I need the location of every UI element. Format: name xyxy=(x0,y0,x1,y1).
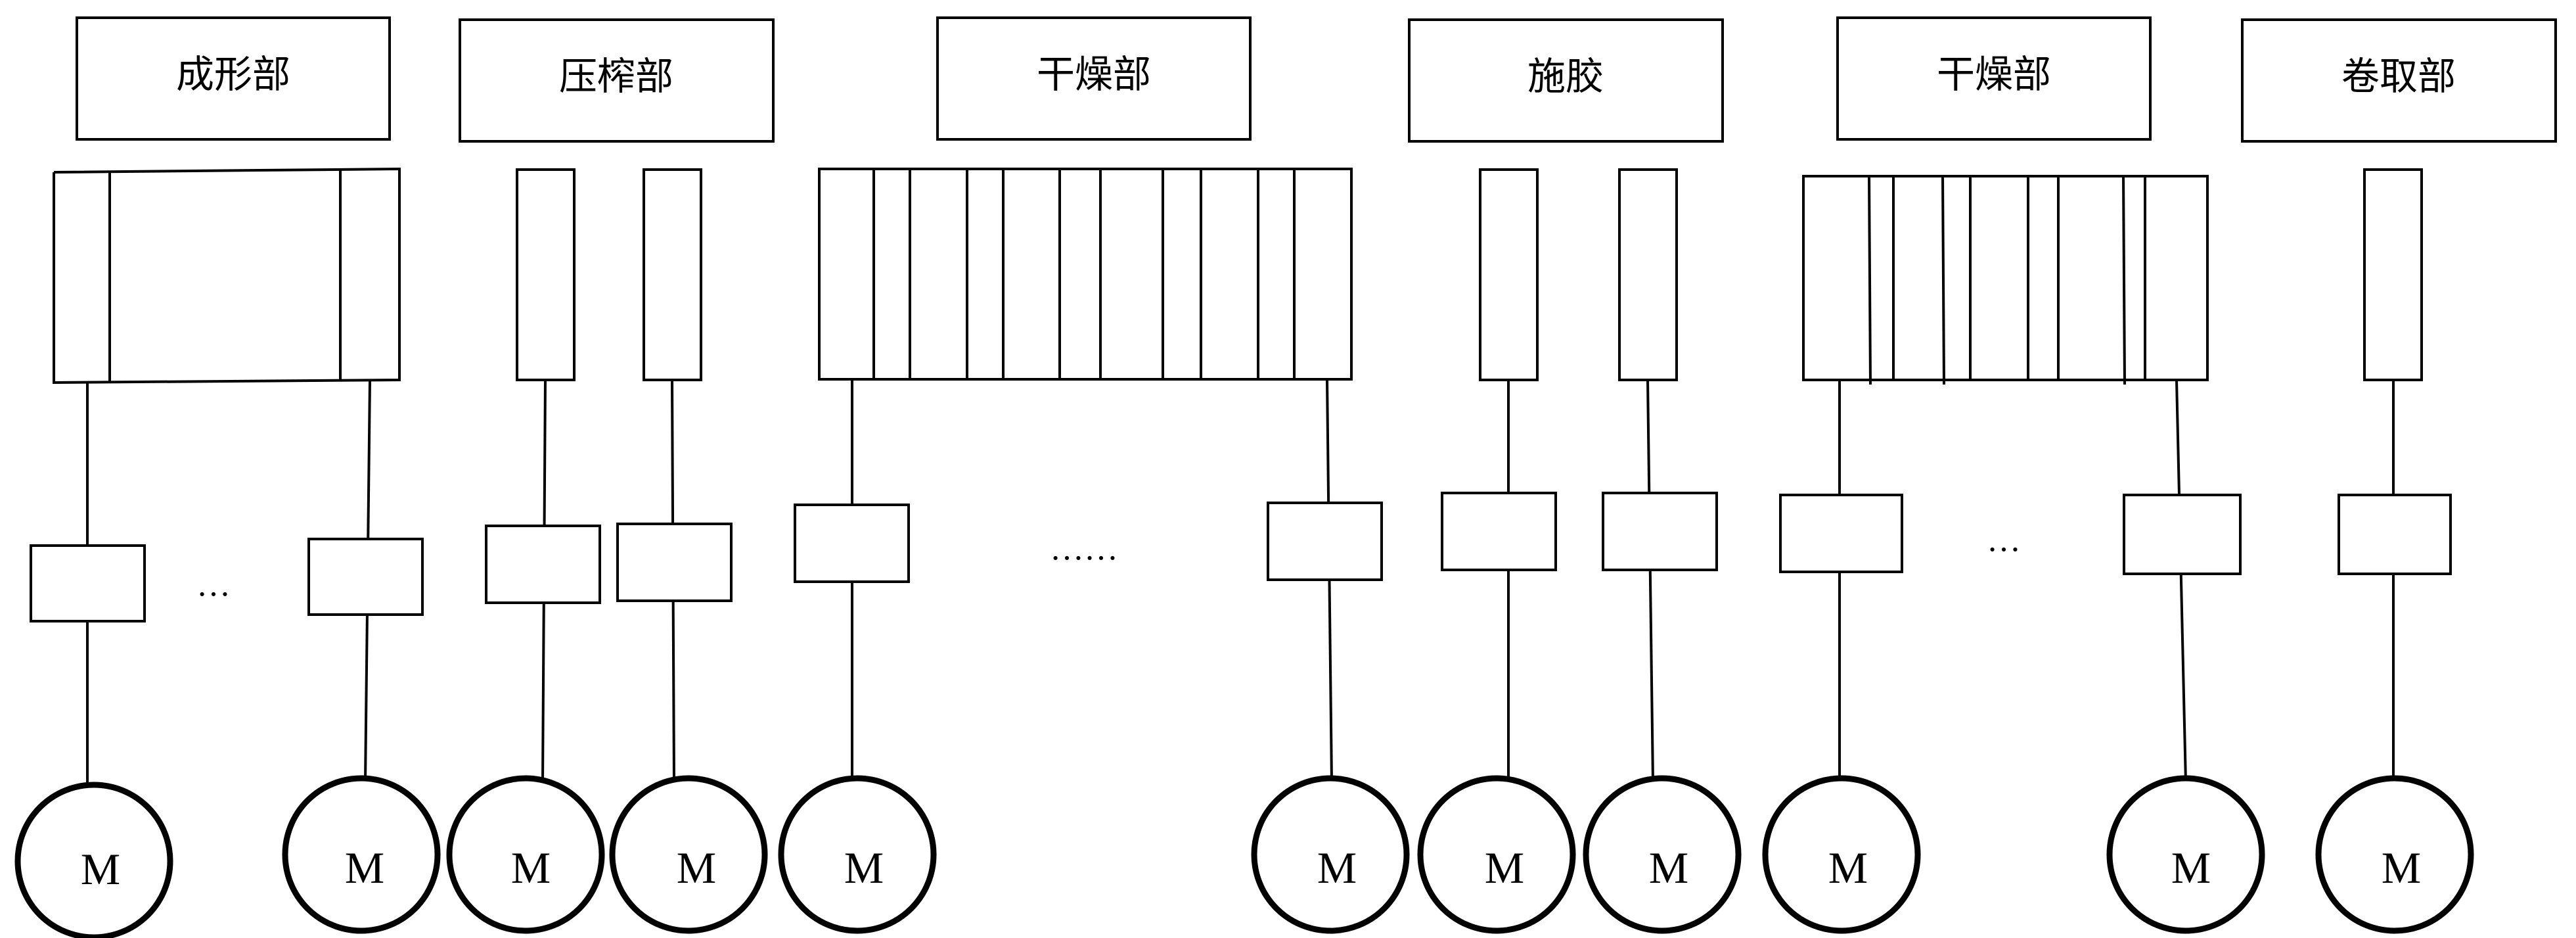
dryer-2-body xyxy=(1802,174,2209,385)
motor-label: M xyxy=(345,843,384,893)
forming-section-body xyxy=(53,167,401,385)
reel-roll xyxy=(2363,168,2423,381)
controller-2 xyxy=(307,538,424,616)
controller-7 xyxy=(1441,492,1557,571)
ellipsis-dryer-1: …… xyxy=(1050,530,1118,568)
motor-label: M xyxy=(81,844,120,894)
section-label-dryer-1: 干燥部 xyxy=(1037,52,1151,97)
section-label-reel: 卷取部 xyxy=(2341,54,2456,99)
motor-10: M xyxy=(2106,775,2265,934)
motor-4: M xyxy=(609,775,768,934)
motor-1: M xyxy=(14,782,173,938)
section-header-forming: 成形部 xyxy=(76,16,391,141)
motor-label: M xyxy=(1649,843,1688,893)
motor-label: M xyxy=(2382,843,2421,893)
motor-label: M xyxy=(844,843,884,893)
section-header-reel: 卷取部 xyxy=(2241,18,2557,143)
controller-10 xyxy=(2123,494,2242,575)
press-roll-1 xyxy=(516,168,576,381)
section-label-dryer-2: 干燥部 xyxy=(1937,52,2051,97)
controller-5 xyxy=(794,504,910,583)
section-header-dryer-2: 干燥部 xyxy=(1836,16,2152,141)
press-roll-2 xyxy=(643,168,702,381)
drive-wires xyxy=(86,379,2395,783)
section-header-dryer-1: 干燥部 xyxy=(936,16,1252,141)
section-label-press: 压榨部 xyxy=(559,54,673,99)
controller-8 xyxy=(1602,492,1718,571)
motor-label: M xyxy=(1828,843,1868,893)
dryer-1-body xyxy=(818,168,1353,381)
sizing-roll-2 xyxy=(1618,168,1678,381)
controller-4 xyxy=(616,523,733,602)
motor-label: M xyxy=(2171,843,2211,893)
motor-5: M xyxy=(778,775,937,934)
controller-3 xyxy=(485,525,601,604)
ellipsis-forming: … xyxy=(196,567,231,604)
section-label-forming: 成形部 xyxy=(176,52,290,97)
controller-11 xyxy=(2338,494,2452,575)
motor-label: M xyxy=(511,843,551,893)
controller-9 xyxy=(1779,494,1903,573)
motor-6: M xyxy=(1251,775,1410,934)
section-header-sizing: 施胶 xyxy=(1408,18,1724,143)
section-header-press: 压榨部 xyxy=(459,18,775,143)
motor-3: M xyxy=(446,775,605,934)
ellipsis-dryer-2: … xyxy=(1987,522,2021,559)
motor-11: M xyxy=(2315,775,2474,934)
motor-label: M xyxy=(677,843,716,893)
motor-2: M xyxy=(282,775,441,934)
motor-7: M xyxy=(1417,775,1576,934)
section-label-sizing: 施胶 xyxy=(1527,54,1604,99)
controller-1 xyxy=(30,544,146,622)
motor-8: M xyxy=(1583,775,1742,934)
controller-6 xyxy=(1267,502,1383,581)
motor-label: M xyxy=(1485,843,1524,893)
motor-9: M xyxy=(1762,775,1921,934)
sizing-roll-1 xyxy=(1479,168,1539,381)
motor-label: M xyxy=(1317,843,1357,893)
